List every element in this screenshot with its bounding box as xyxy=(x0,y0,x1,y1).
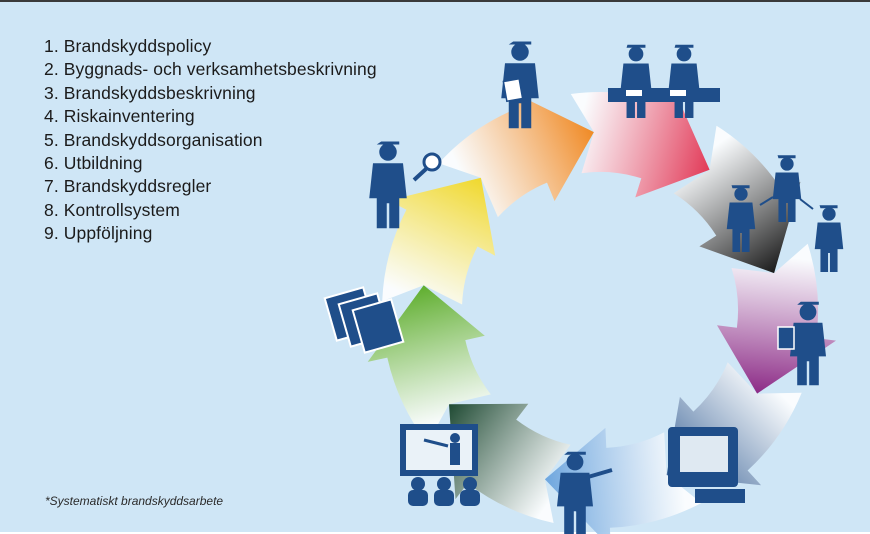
presentation-audience-icon xyxy=(400,424,480,506)
